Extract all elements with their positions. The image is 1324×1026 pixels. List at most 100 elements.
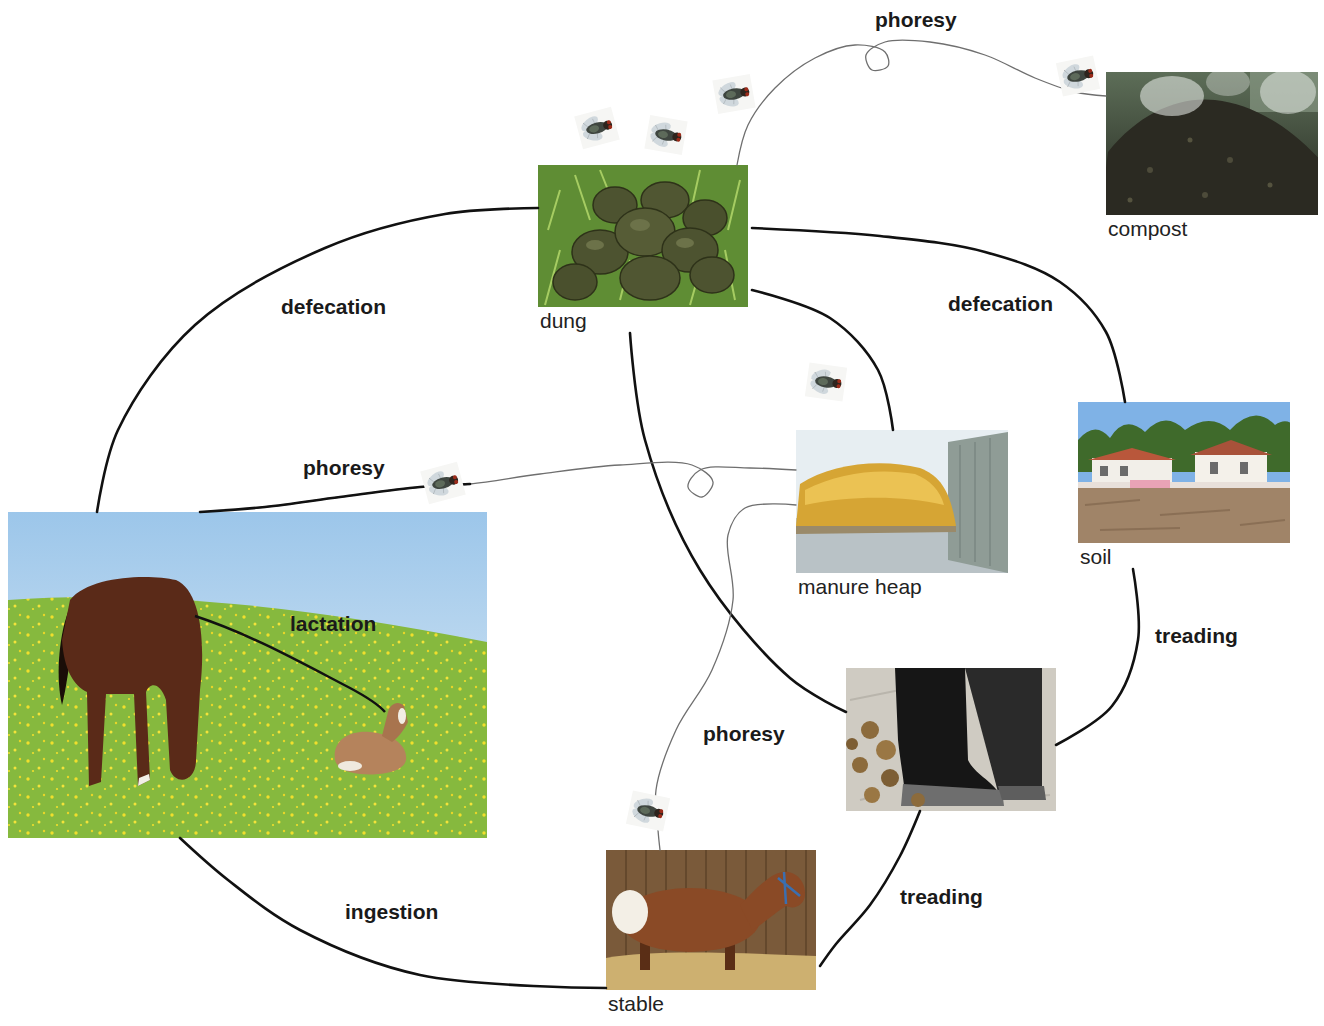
manure-heap-photo	[796, 430, 1008, 573]
soil-photo	[1190, 440, 1272, 455]
hoof-photo	[846, 668, 1056, 811]
dung-photo	[690, 257, 734, 293]
transfer-connector	[180, 838, 606, 988]
stable-photo	[606, 850, 816, 990]
compost-photo	[1140, 76, 1204, 116]
phoresy-path	[200, 462, 796, 512]
compost-photo	[1268, 183, 1273, 188]
manure-heap-photo	[960, 438, 990, 566]
fly-icons	[1056, 55, 1100, 96]
compost-photo	[1106, 72, 1318, 215]
hoof-photo	[895, 668, 1000, 796]
photo-caption: dung	[538, 309, 752, 333]
dung-photo	[538, 165, 748, 307]
fly-icons	[420, 462, 466, 505]
edge-label: phoresy	[872, 8, 960, 32]
horse-photo	[8, 512, 487, 838]
edge-label: defecation	[278, 295, 389, 319]
hoof-photo	[876, 740, 896, 760]
soil-photo	[1120, 466, 1128, 476]
transfer-connector	[752, 228, 1125, 402]
photo-node	[8, 512, 487, 838]
compost-photo	[1147, 167, 1153, 173]
dung-photo	[553, 264, 597, 300]
fly-icons	[805, 363, 847, 402]
hoof-photo	[998, 786, 1046, 800]
connector-group	[97, 40, 1139, 988]
photo-caption: compost	[1106, 217, 1322, 241]
soil-photo	[1088, 448, 1176, 460]
dung-photo	[620, 256, 680, 300]
photo-node: dung	[538, 165, 752, 333]
horse-photo	[382, 703, 408, 742]
manure-heap-photo	[796, 430, 1008, 573]
horse-photo	[338, 761, 362, 771]
dung-photo	[538, 165, 748, 307]
photo-node: manure heap	[796, 430, 1012, 599]
dung-photo	[676, 238, 694, 248]
compost-photo	[1206, 72, 1250, 96]
edge-label: phoresy	[300, 456, 388, 480]
dung-photo	[586, 240, 604, 250]
hoof-photo	[846, 738, 858, 750]
hoof-photo	[852, 757, 868, 773]
manure-heap-photo	[805, 471, 944, 505]
photo-caption: soil	[1078, 545, 1294, 569]
compost-photo	[1202, 192, 1208, 198]
photo-caption: stable	[606, 992, 820, 1016]
soil-photo	[1078, 482, 1290, 488]
soil-photo	[1100, 466, 1108, 476]
transfer-connector	[752, 290, 893, 430]
photo-caption: manure heap	[796, 575, 1012, 599]
soil-photo	[1078, 488, 1290, 543]
dung-photo	[545, 170, 740, 305]
hoof-photo	[901, 784, 1004, 806]
fly-icons	[712, 74, 755, 114]
edge-label: phoresy	[700, 722, 788, 746]
photo-node: soil	[1078, 402, 1294, 569]
compost-photo	[1128, 198, 1133, 203]
stable-photo	[778, 872, 800, 904]
transfer-connector	[1056, 569, 1139, 745]
stable-photo	[606, 850, 816, 990]
photo-node: compost	[1106, 72, 1322, 241]
horse-photo	[138, 774, 150, 786]
horse-photo	[8, 512, 487, 838]
edge-label: treading	[897, 885, 986, 909]
phoresy-path	[737, 40, 1106, 165]
stable-photo	[606, 953, 816, 991]
compost-photo	[1188, 138, 1193, 143]
soil-photo	[1078, 402, 1290, 543]
soil-photo	[1240, 462, 1248, 474]
soil-photo	[1195, 452, 1267, 484]
fly-icons	[574, 107, 620, 150]
fly-icons	[626, 790, 670, 831]
soil-photo	[1085, 500, 1285, 530]
edge-label: ingestion	[342, 900, 441, 924]
manure-heap-photo	[796, 526, 956, 534]
process-label: lactation	[290, 612, 376, 636]
hoof-photo	[881, 769, 899, 787]
soil-photo	[1130, 480, 1170, 488]
manure-heap-photo	[948, 432, 1008, 573]
hoof-photo	[861, 721, 879, 739]
compost-photo	[1106, 99, 1318, 215]
compost-photo	[1227, 157, 1233, 163]
dung-photo	[630, 219, 650, 231]
fly-icons	[420, 55, 1100, 831]
fly-icons	[644, 115, 687, 155]
soil-photo	[1210, 462, 1218, 474]
stable-photo	[740, 872, 805, 930]
edge-label: treading	[1152, 624, 1241, 648]
transfer-connector	[97, 208, 538, 512]
stable-photo	[612, 890, 648, 934]
phoresy-path	[655, 504, 796, 850]
compost-photo	[1260, 72, 1316, 114]
photo-node: stable	[606, 850, 820, 1016]
hoof-photo	[911, 793, 925, 807]
